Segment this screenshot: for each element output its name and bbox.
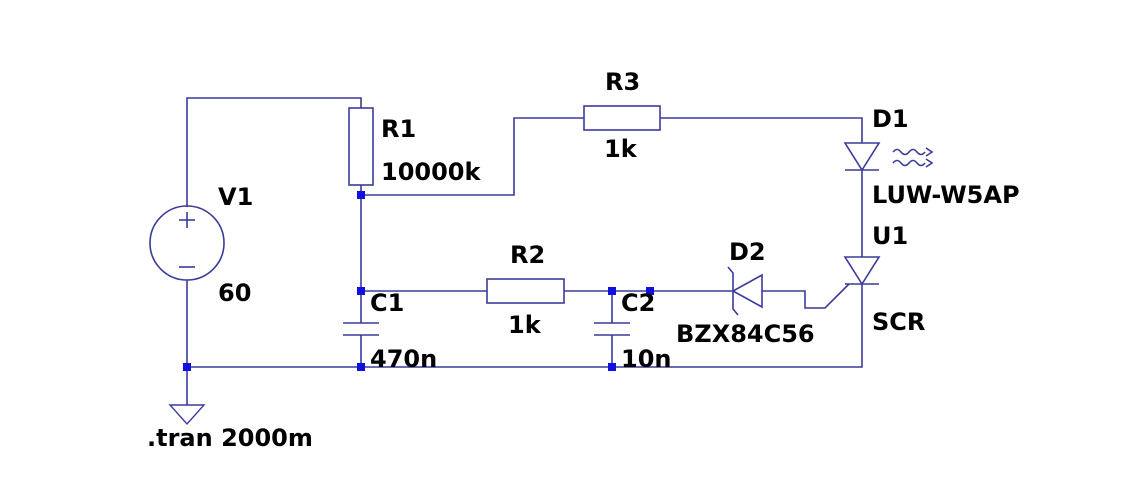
- d1-value-label: LUW-W5AP: [872, 181, 1020, 209]
- ground-icon: [168, 404, 206, 426]
- led-d1[interactable]: [843, 142, 881, 172]
- light-emission-icon: [892, 147, 934, 168]
- node-c2-bottom: [608, 363, 616, 371]
- r1-value-label: 10000k: [381, 158, 481, 186]
- c2-value-label: 10n: [621, 345, 671, 373]
- r2-name-label: R2: [510, 241, 545, 269]
- d2-name-label: D2: [729, 238, 766, 266]
- wire-v1-top-to-r1[interactable]: [186, 97, 362, 207]
- d2-value-label: BZX84C56: [676, 320, 815, 348]
- u1-value-label: SCR: [872, 308, 925, 336]
- u1-name-label: U1: [872, 222, 908, 250]
- r3-name-label: R3: [605, 68, 640, 96]
- resistor-r3[interactable]: [583, 105, 661, 131]
- wire-r3-to-d1[interactable]: [660, 117, 863, 143]
- r2-value-label: 1k: [508, 311, 542, 339]
- node-c2-top: [608, 287, 616, 295]
- wire-r1-to-r3[interactable]: [361, 117, 584, 196]
- scr-u1[interactable]: [843, 256, 881, 286]
- wires: [186, 97, 863, 405]
- c1-value-label: 470n: [370, 345, 437, 373]
- node-dots: [183, 191, 654, 371]
- v1-name-label: V1: [218, 183, 253, 211]
- node-r1-bottom: [357, 191, 365, 199]
- c1-name-label: C1: [370, 289, 404, 317]
- r1-name-label: R1: [381, 115, 416, 143]
- r3-value-label: 1k: [604, 135, 638, 163]
- node-d2-cathode: [646, 287, 654, 295]
- node-v1-bottom: [183, 363, 191, 371]
- zener-diode-d2[interactable]: [727, 266, 763, 316]
- v1-value-label: 60: [218, 279, 251, 307]
- voltage-source-v1[interactable]: [149, 205, 225, 281]
- capacitor-c2[interactable]: [594, 322, 630, 336]
- node-c1-top: [357, 287, 365, 295]
- c2-name-label: C2: [621, 289, 655, 317]
- resistor-r2[interactable]: [486, 278, 565, 304]
- node-c1-bottom: [357, 363, 365, 371]
- capacitor-c1[interactable]: [343, 322, 379, 336]
- resistor-r1[interactable]: [348, 107, 374, 186]
- spice-directive[interactable]: .tran 2000m: [147, 424, 313, 452]
- wire-scr-to-ground[interactable]: [612, 284, 863, 368]
- d1-name-label: D1: [872, 105, 909, 133]
- wire-d2-to-scr-gate[interactable]: [762, 283, 850, 309]
